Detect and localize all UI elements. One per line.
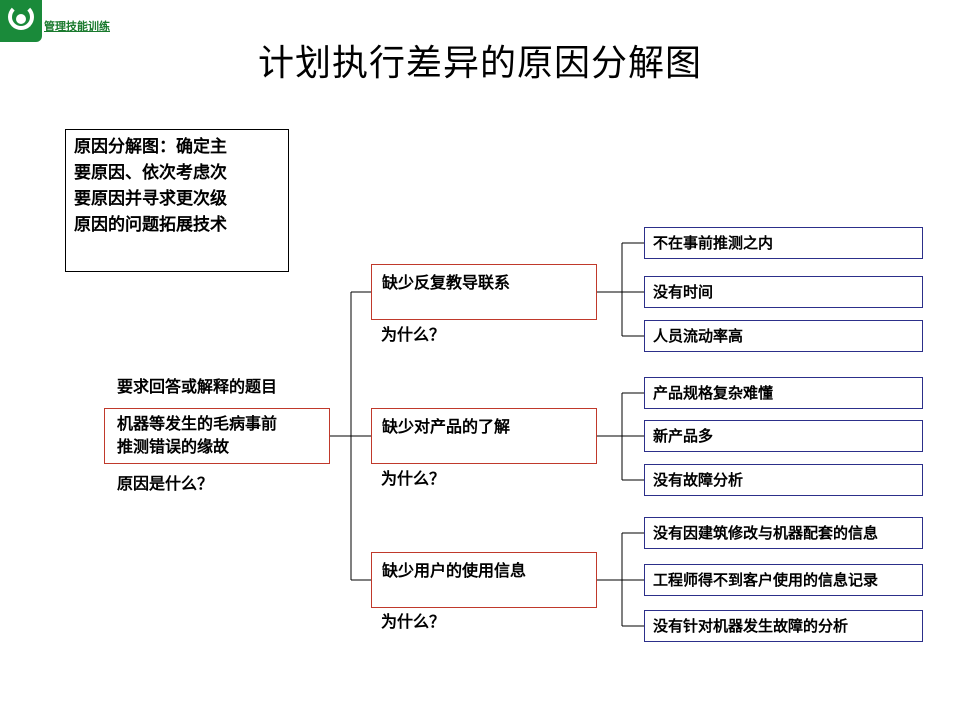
cause-text: 缺少反复教导联系 <box>382 273 511 292</box>
cause-text: 缺少对产品的了解 <box>382 417 511 436</box>
cause-box-2: 缺少对产品的了解 <box>371 408 597 464</box>
cause-box-3: 缺少用户的使用信息 <box>371 552 597 608</box>
root-line: 机器等发生的毛病事前 <box>117 414 278 433</box>
sub-cause-box: 产品规格复杂难懂 <box>644 377 923 409</box>
sub-cause-box: 不在事前推测之内 <box>644 227 923 259</box>
definition-note: 原因分解图：确定主 要原因、依次考虑次 要原因并寻求更次级 原因的问题拓展技术 <box>65 129 289 272</box>
page-title: 计划执行差异的原因分解图 <box>257 43 702 84</box>
logo-dot <box>16 14 26 24</box>
sub-cause-box: 没有因建筑修改与机器配套的信息 <box>644 517 923 549</box>
cause-text: 缺少用户的使用信息 <box>382 561 527 580</box>
brand-link[interactable]: 管理技能训练 <box>44 20 110 33</box>
why-label-1: 为什么？ <box>381 325 446 344</box>
logo-icon <box>0 0 42 42</box>
sub-cause-box: 新产品多 <box>644 420 923 452</box>
note-line: 原因分解图：确定主 <box>74 137 227 157</box>
cause-label: 原因是什么？ <box>117 474 214 493</box>
note-line: 要原因并寻求更次级 <box>74 189 227 209</box>
why-label-3: 为什么？ <box>381 612 446 631</box>
sub-cause-box: 没有故障分析 <box>644 464 923 496</box>
sub-cause-box: 工程师得不到客户使用的信息记录 <box>644 564 923 596</box>
why-label-2: 为什么？ <box>381 469 446 488</box>
question-label: 要求回答或解释的题目 <box>117 377 278 396</box>
note-line: 原因的问题拓展技术 <box>74 215 227 235</box>
root-problem-box: 机器等发生的毛病事前 推测错误的缘故 <box>104 408 330 464</box>
logo-ring <box>8 4 34 30</box>
root-line: 推测错误的缘故 <box>117 437 230 456</box>
sub-cause-box: 人员流动率高 <box>644 320 923 352</box>
note-line: 要原因、依次考虑次 <box>74 163 227 183</box>
sub-cause-box: 没有针对机器发生故障的分析 <box>644 610 923 642</box>
cause-box-1: 缺少反复教导联系 <box>371 264 597 320</box>
sub-cause-box: 没有时间 <box>644 276 923 308</box>
